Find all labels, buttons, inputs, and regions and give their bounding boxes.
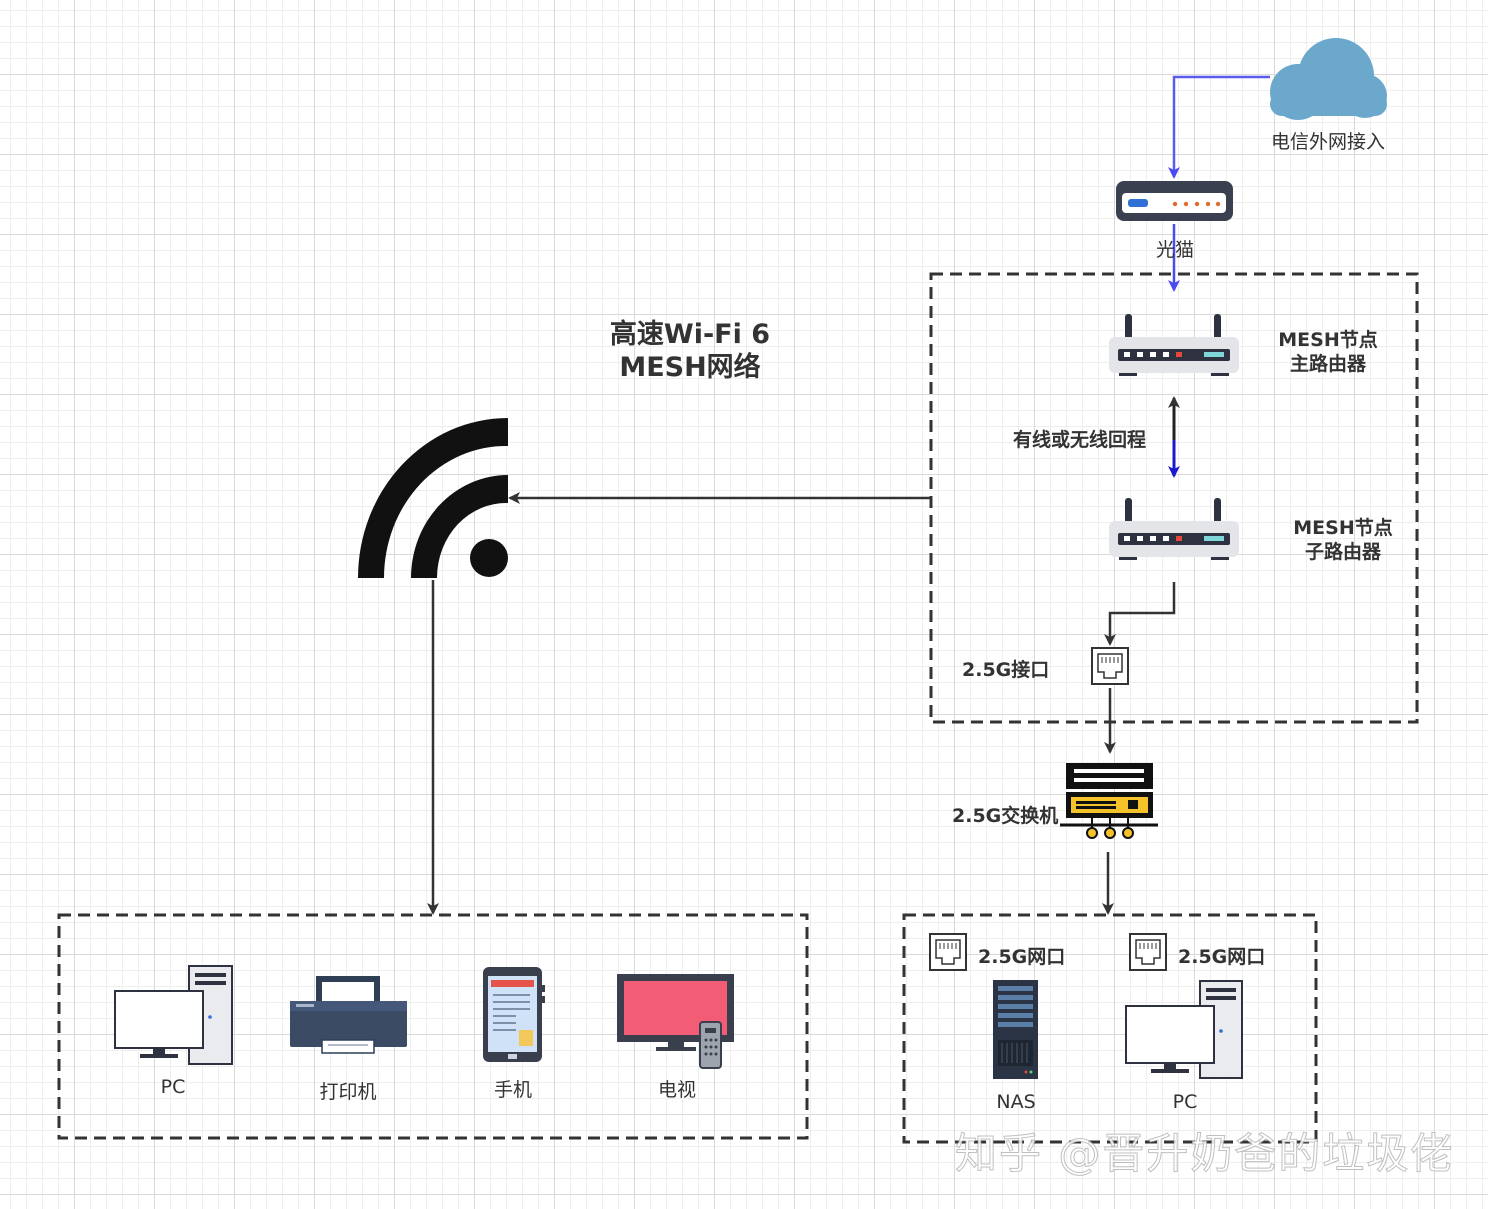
sub-router-icon	[1109, 498, 1239, 560]
main-router-label-line2: 主路由器	[1289, 353, 1367, 375]
main-router-label: MESH节点 主路由器	[1278, 328, 1377, 376]
sub-router-label: MESH节点 子路由器	[1293, 516, 1392, 564]
modem-label: 光猫	[1155, 239, 1195, 261]
ethernet-port-icon	[929, 933, 967, 971]
wireless-devices-group	[57, 913, 809, 1140]
switch-label: 2.5G交换机	[952, 805, 1059, 827]
ethernet-port-icon	[1129, 933, 1167, 971]
printer-icon	[290, 976, 407, 1054]
cloud-label: 电信外网接入	[1270, 131, 1386, 153]
nas-icon	[993, 980, 1038, 1079]
device-label-nas: NAS	[996, 1091, 1036, 1113]
switch-icon	[1060, 763, 1158, 839]
pc-icon	[1125, 980, 1243, 1079]
wifi-icon	[358, 418, 508, 578]
device-label-wired-pc: PC	[1172, 1091, 1198, 1113]
watermark: 知乎 @晋升奶爸的垃圾佬	[954, 1129, 1455, 1179]
device-label-tv: 电视	[657, 1079, 697, 1101]
main-router-icon	[1109, 314, 1239, 376]
device-label-phone: 手机	[493, 1079, 533, 1101]
sub-router-label-line2: 子路由器	[1304, 541, 1382, 563]
tv-icon	[617, 974, 734, 1069]
ethernet-port-icon	[1091, 647, 1129, 685]
modem-icon	[1116, 181, 1233, 221]
internet-link	[1168, 75, 1270, 179]
main-router-label-line1: MESH节点	[1278, 329, 1378, 351]
wired-devices-group	[902, 913, 1318, 1144]
diagram-title: 高速Wi-Fi 6 MESH网络	[610, 318, 770, 384]
diagram-title-line2: MESH网络	[619, 352, 761, 383]
device-label-pc: PC	[160, 1076, 186, 1098]
pc-icon	[114, 965, 233, 1065]
nas-port-label: 2.5G网口	[978, 946, 1066, 968]
pc-port-label: 2.5G网口	[1178, 946, 1266, 968]
cloud-icon	[1270, 38, 1387, 120]
backhaul-label: 有线或无线回程	[1013, 429, 1147, 451]
device-label-printer: 打印机	[319, 1081, 377, 1103]
diagram-title-line1: 高速Wi-Fi 6	[609, 319, 771, 350]
router-to-port-link	[1104, 582, 1176, 646]
phone-icon	[483, 967, 545, 1062]
sub-router-label-line1: MESH节点	[1293, 517, 1393, 539]
port-label: 2.5G接口	[962, 659, 1050, 681]
